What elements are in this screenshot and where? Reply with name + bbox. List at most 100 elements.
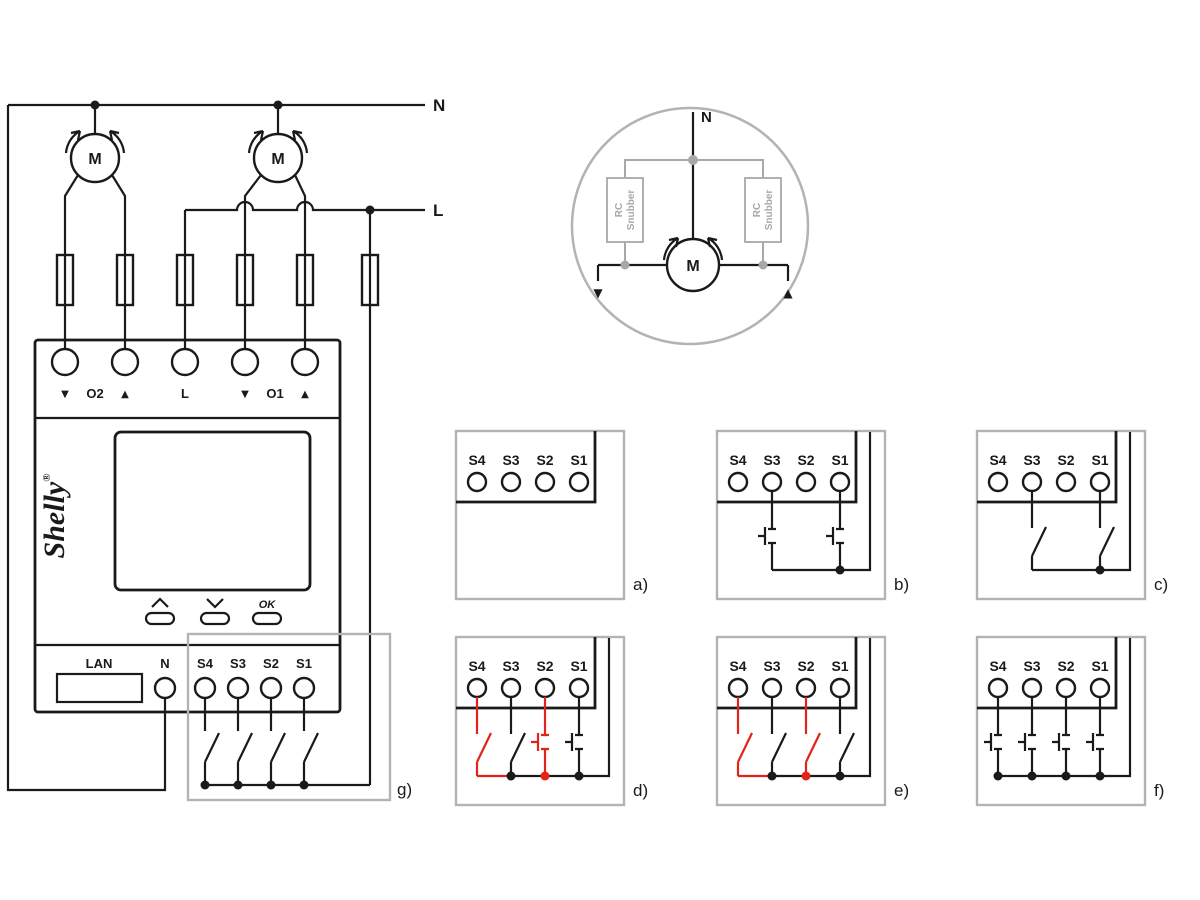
terminal-circle bbox=[110, 347, 140, 377]
panel-frame bbox=[454, 635, 626, 807]
terminal-circle bbox=[568, 471, 590, 493]
junction-dot bbox=[620, 260, 630, 270]
panel-frame bbox=[454, 429, 626, 601]
s1-label: S1 bbox=[1091, 452, 1108, 468]
junction-dot bbox=[1095, 771, 1105, 781]
s2-label: S2 bbox=[263, 656, 279, 671]
terminal-circle bbox=[534, 471, 556, 493]
wiring-panel-c: S4 S3 S2 S1 c) bbox=[975, 429, 1168, 601]
junction-dot bbox=[574, 771, 584, 781]
s2-label: S2 bbox=[797, 452, 814, 468]
neutral-wire bbox=[6, 103, 425, 792]
toggle-switch bbox=[204, 732, 319, 763]
s3-label: S3 bbox=[1023, 452, 1040, 468]
up-triangle-label: ▲ bbox=[783, 286, 793, 300]
panel-letter: a) bbox=[633, 575, 648, 594]
top-terminals: ▼ O2 ▲ L ▼ O1 ▲ bbox=[50, 347, 320, 401]
s1-label: S1 bbox=[296, 656, 312, 671]
junction-dot bbox=[266, 780, 276, 790]
terminal-circle bbox=[829, 677, 851, 699]
s3-label: S3 bbox=[502, 658, 519, 674]
s1-label: S1 bbox=[570, 452, 587, 468]
down-button bbox=[199, 611, 231, 626]
momentary-switch bbox=[758, 527, 844, 545]
motor-label: M bbox=[271, 151, 284, 168]
panel-frame bbox=[975, 635, 1147, 807]
junction-dot bbox=[299, 780, 309, 790]
device-section-lines bbox=[35, 416, 340, 647]
motor-1: M bbox=[63, 105, 127, 349]
s2-label: S2 bbox=[536, 658, 553, 674]
junction-dot bbox=[758, 260, 768, 270]
junction-dot bbox=[1061, 771, 1071, 781]
ok-button bbox=[251, 611, 283, 626]
up-button bbox=[144, 611, 176, 626]
wiring-panel-d: S4 S3 S2 S1 d) bbox=[454, 635, 648, 807]
terminal-circle bbox=[795, 471, 817, 493]
s1-label: S1 bbox=[570, 658, 587, 674]
junction-dot bbox=[835, 771, 845, 781]
main-wiring: N L M M bbox=[6, 96, 445, 802]
up-arrow-icon bbox=[151, 597, 169, 608]
device-corner bbox=[977, 431, 1118, 504]
terminal-circle bbox=[290, 347, 320, 377]
common-bus bbox=[998, 638, 1132, 778]
panel-letter: e) bbox=[894, 781, 909, 800]
o1-label: O1 bbox=[266, 386, 283, 401]
rotation-arrow-icon bbox=[247, 129, 265, 154]
fuses bbox=[55, 253, 380, 307]
common-bus bbox=[1032, 432, 1132, 572]
rotation-arrow-icon bbox=[108, 129, 126, 154]
terminal-circle bbox=[1089, 471, 1111, 493]
s1-label: S1 bbox=[1091, 658, 1108, 674]
junction-dot bbox=[506, 771, 516, 781]
terminal-circle bbox=[568, 677, 590, 699]
s4-label: S4 bbox=[729, 452, 746, 468]
terminal-circle bbox=[1021, 471, 1043, 493]
wiring-panel-e: S4 S3 S2 S1 e) bbox=[715, 635, 909, 807]
terminal-circle bbox=[1021, 677, 1043, 699]
terminal-circle bbox=[500, 471, 522, 493]
lan-port bbox=[55, 672, 144, 704]
device-buttons: OK bbox=[144, 597, 283, 626]
s3-label: S3 bbox=[502, 452, 519, 468]
motor-circle bbox=[69, 132, 121, 184]
s2-label: S2 bbox=[1057, 658, 1074, 674]
line-wire bbox=[183, 200, 425, 255]
motor-circle bbox=[665, 237, 721, 293]
terminal-circle bbox=[987, 677, 1009, 699]
momentary-switch bbox=[1018, 697, 1036, 776]
junction-dot bbox=[200, 780, 210, 790]
down-triangle-label: ▼ bbox=[593, 286, 603, 300]
rotation-arrow-icon bbox=[64, 129, 82, 154]
momentary-switch bbox=[565, 697, 583, 776]
terminal-circle bbox=[761, 471, 783, 493]
terminal-circle bbox=[1055, 677, 1077, 699]
switch-wires bbox=[770, 491, 842, 570]
motor-label: M bbox=[686, 258, 699, 275]
rc-snubber-label: RCSnubber bbox=[614, 190, 637, 231]
terminal-circle bbox=[466, 471, 488, 493]
toggle-switch-red bbox=[475, 697, 511, 778]
neutral-label: N bbox=[433, 96, 445, 115]
s3-label: S3 bbox=[763, 452, 780, 468]
terminal-circle bbox=[259, 676, 283, 700]
motor-line bbox=[596, 263, 790, 281]
terminal-circle bbox=[153, 676, 177, 700]
s1-label: S1 bbox=[831, 452, 848, 468]
up-triangle-label: ▲ bbox=[301, 389, 309, 400]
down-arrow-icon bbox=[206, 598, 224, 609]
s2-label: S2 bbox=[1057, 452, 1074, 468]
down-triangle-label: ▼ bbox=[241, 389, 249, 400]
toggle-switch bbox=[1031, 526, 1115, 557]
panel-g-switches bbox=[200, 698, 370, 790]
terminal-circle bbox=[500, 677, 522, 699]
panel-g-frame bbox=[186, 632, 392, 802]
s3-label: S3 bbox=[1023, 658, 1040, 674]
panel-letter: c) bbox=[1154, 575, 1168, 594]
terminal-circle bbox=[1089, 677, 1111, 699]
device-corner bbox=[977, 637, 1118, 710]
terminal-circle bbox=[292, 676, 316, 700]
junction-dot bbox=[233, 780, 243, 790]
